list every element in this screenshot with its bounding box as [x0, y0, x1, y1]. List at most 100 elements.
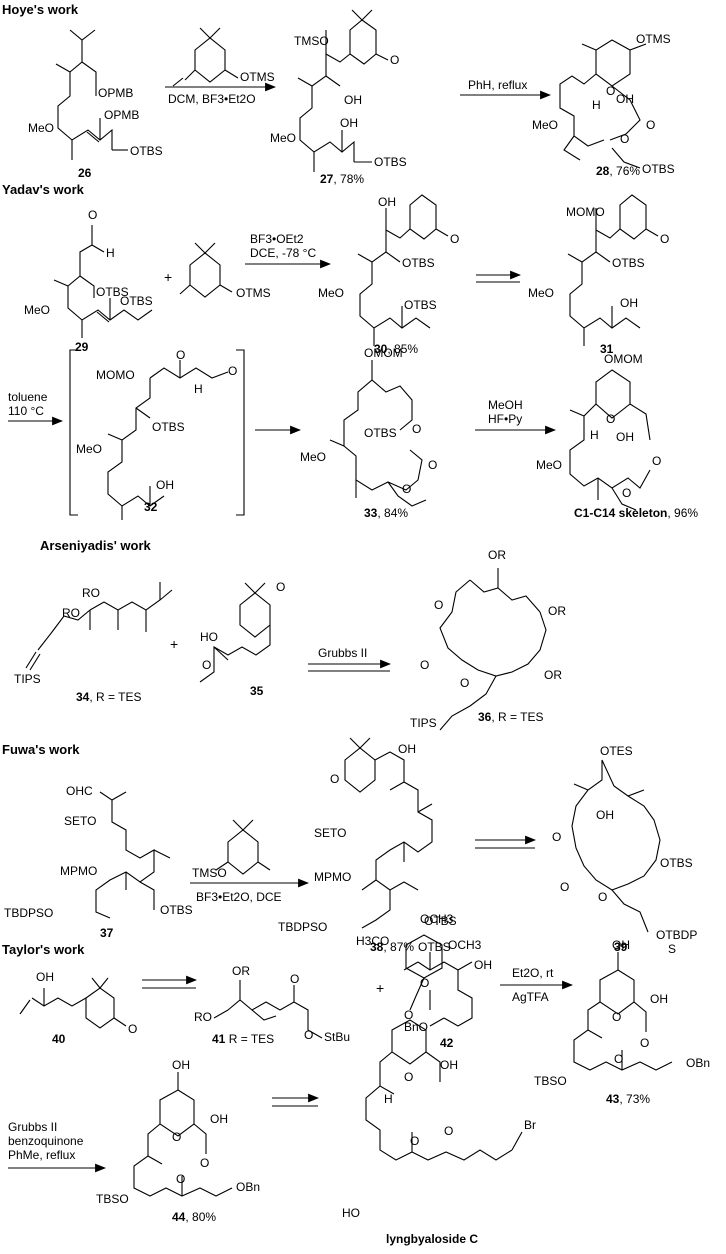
atom-OH-32: OH	[156, 478, 174, 492]
atom-OTBDP-39: OTBDP	[656, 928, 698, 942]
cond-taylor-g2: benzoquinone	[8, 1134, 84, 1148]
atom-OTBS-39: OTBS	[660, 856, 693, 870]
label-27-num: 27	[320, 172, 334, 186]
atom-OH-skel: OH	[616, 430, 634, 444]
atom-OH-27b: OH	[340, 116, 358, 130]
label-38: 38, 87%	[370, 940, 414, 954]
atom-O-lyng-a: O	[444, 1124, 454, 1138]
atom-Br-lyng: Br	[524, 1118, 536, 1132]
label-44-num: 44	[172, 1210, 186, 1224]
label-31: 31	[600, 342, 614, 356]
atom-O-32a: O	[176, 348, 186, 362]
atom-O-31: O	[660, 232, 670, 246]
label-37: 37	[100, 926, 114, 940]
label-44-yield: , 80%	[185, 1210, 217, 1224]
section-hoye: Hoye's work	[2, 2, 79, 17]
atom-OTES-39: OTES	[600, 744, 633, 758]
cond-taylor-g3: PhMe, reflux	[8, 1148, 76, 1162]
atom-O-28a: O	[646, 118, 656, 132]
section-fuwa: Fuwa's work	[2, 742, 80, 757]
atom-OHC-37: OHC	[66, 784, 93, 798]
atom-OBn-43: OBn	[686, 1056, 711, 1070]
label-40: 40	[52, 1032, 66, 1046]
atom-OR-36a: OR	[488, 548, 506, 562]
atom-OTBS-42: OTBS	[418, 940, 451, 954]
label-33-yield: , 84%	[377, 506, 409, 520]
atom-O-41a: O	[290, 972, 300, 986]
atom-MeO-31: MeO	[528, 286, 555, 300]
cond-taylor-g1: Grubbs II	[8, 1120, 58, 1134]
label-38-num: 38	[370, 940, 384, 954]
atom-OH-43b: OH	[650, 992, 668, 1006]
reagent-dioxinone-fuwa	[215, 819, 271, 875]
atom-OTBS-28: OTBS	[642, 162, 675, 176]
atom-H-29: H	[106, 246, 115, 260]
label-43-num: 43	[606, 1092, 620, 1106]
label-43: 43, 73%	[606, 1092, 650, 1106]
atom-O-30: O	[450, 232, 460, 246]
label-32: 32	[144, 500, 158, 514]
label-34-r: , R = TES	[89, 690, 142, 704]
atom-O-36a: O	[434, 598, 444, 612]
atom-OCH3-b: OCH3	[448, 938, 482, 952]
atom-O-33c: O	[402, 482, 412, 496]
label-skeleton-name: C1-C14 skeleton	[574, 506, 668, 520]
atom-O-35a: O	[276, 580, 286, 594]
atom-OCH3-a: OCH3	[420, 912, 454, 926]
atom-H-28: H	[592, 98, 601, 112]
compound-29-structure	[53, 225, 153, 338]
atom-MeO-27: MeO	[270, 131, 297, 145]
atom-O-39b: O	[560, 880, 570, 894]
atom-OH-43a: OH	[612, 938, 630, 952]
atom-HO-35: HO	[200, 630, 218, 644]
atom-OTMS-yadav: OTMS	[236, 286, 271, 300]
atom-O-44b: O	[176, 1172, 186, 1186]
atom-SETO-38: SETO	[314, 826, 347, 840]
atom-TIPS-36: TIPS	[410, 716, 437, 730]
label-27: 27, 78%	[320, 172, 364, 186]
cond-yadav-hfpy: HF•Py	[488, 412, 523, 426]
cond-taylor-1a: Et2O, rt	[512, 966, 554, 980]
label-36: 36, R = TES	[478, 710, 544, 724]
atom-O-43b: O	[614, 1052, 624, 1066]
atom-TBSO-44: TBSO	[96, 1192, 129, 1206]
label-43-yield: , 73%	[619, 1092, 651, 1106]
atom-OTBS-37: OTBS	[160, 903, 193, 917]
label-skeleton: C1-C14 skeleton, 96%	[574, 506, 698, 520]
atom-TMSO-27: TMSO	[294, 34, 329, 48]
atom-O-38: O	[330, 772, 340, 786]
atom-O-41b: O	[304, 1028, 314, 1042]
atom-HO-lyng: HO	[342, 1206, 360, 1220]
label-skeleton-yield: , 96%	[667, 506, 699, 520]
atom-OH-lyng: OH	[440, 1058, 458, 1072]
atom-OH-44b: OH	[210, 1112, 228, 1126]
atom-O-lyng-ring: O	[404, 1070, 414, 1084]
label-41: 41 R = TES	[212, 1032, 274, 1046]
atom-OPMB-1: OPMB	[98, 86, 134, 100]
compound-27-structure	[297, 9, 389, 172]
label-29: 29	[75, 340, 89, 354]
atom-MOMO-32: MOMO	[96, 368, 135, 382]
atom-OTBS-30a: OTBS	[402, 256, 435, 270]
compound-28-structure	[559, 39, 647, 169]
atom-OH-40: OH	[36, 970, 54, 984]
bracket-right	[236, 349, 245, 516]
skeleton-structure	[569, 369, 651, 511]
atom-MeO-26: MeO	[28, 121, 55, 135]
label-39: 39	[614, 940, 628, 954]
atom-OTBS-29c: OTBS	[120, 294, 153, 308]
label-30: 30, 85%	[374, 342, 418, 356]
atom-OH-42: OH	[474, 958, 492, 972]
cond-taylor-1b: AgTFA	[512, 990, 549, 1004]
atom-RO-41: RO	[194, 1010, 212, 1024]
label-41-num: 41	[212, 1032, 226, 1046]
atom-OH-27a: OH	[344, 93, 362, 107]
atom-OTBS-30b: OTBS	[404, 298, 437, 312]
atom-TBDPSO-38: TBDPSO	[278, 920, 328, 934]
atom-OTBS-26: OTBS	[130, 144, 163, 158]
atom-S-39: S	[668, 942, 677, 956]
cond-yadav-temp: 110 °C	[8, 404, 44, 418]
label-27-yield: , 78%	[333, 172, 365, 186]
atom-O-36c: O	[460, 676, 470, 690]
label-28-num: 28	[596, 164, 610, 178]
